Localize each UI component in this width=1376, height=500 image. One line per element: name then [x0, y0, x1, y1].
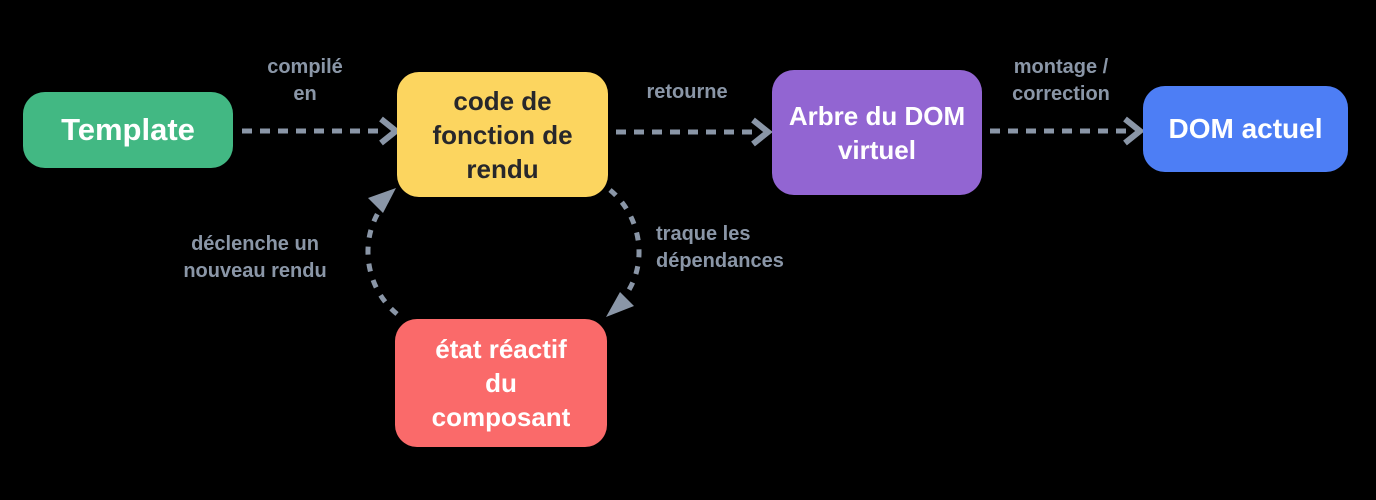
edge-label-tracks-dependencies: traque les dépendances [656, 223, 784, 272]
node-actual-dom: DOM actuel [1143, 86, 1348, 172]
arrow-returns [616, 117, 773, 147]
arrow-mount-patch [990, 116, 1145, 146]
edge-label-triggers-rerender: déclenche un nouveau rendu [183, 233, 327, 282]
arrow-compiled-into [242, 116, 401, 146]
edge-label-returns: retourne [646, 81, 728, 103]
edge-label-mount-patch: montage / correction [1012, 56, 1110, 105]
node-reactive-state: état réactif du composant [395, 319, 607, 447]
arrow-tracks-dependencies [606, 188, 642, 317]
arrow-triggers-rerender [365, 188, 399, 316]
node-virtual-dom-tree: Arbre du DOM virtuel [772, 70, 982, 195]
node-template: Template [23, 92, 233, 168]
edge-label-compiled-into: compilé en [267, 56, 343, 105]
node-render-function-code: code de fonction de rendu [397, 72, 608, 197]
